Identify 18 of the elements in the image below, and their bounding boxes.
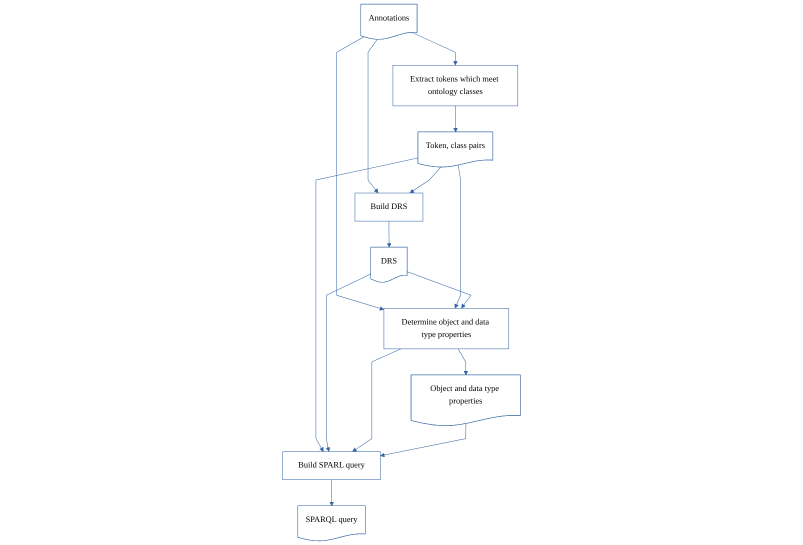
arrow (453, 106, 458, 132)
arrow (316, 158, 418, 452)
node-box: Determine object and data type properties (384, 308, 510, 350)
arrow (352, 348, 402, 452)
arrow (412, 32, 458, 66)
arrow (407, 271, 472, 308)
arrow (410, 167, 441, 194)
arrow (380, 424, 466, 458)
arrow (329, 479, 334, 506)
arrow (368, 39, 378, 194)
arrow (454, 165, 461, 308)
arrow (326, 274, 372, 452)
arrow (386, 220, 392, 248)
node-box: Build DRS (354, 192, 424, 222)
node-box: Extract tokens which meet ontology classes (392, 65, 518, 106)
arrow (336, 36, 384, 311)
node-box: Build SPARL query (282, 451, 381, 480)
arrow (458, 348, 468, 376)
